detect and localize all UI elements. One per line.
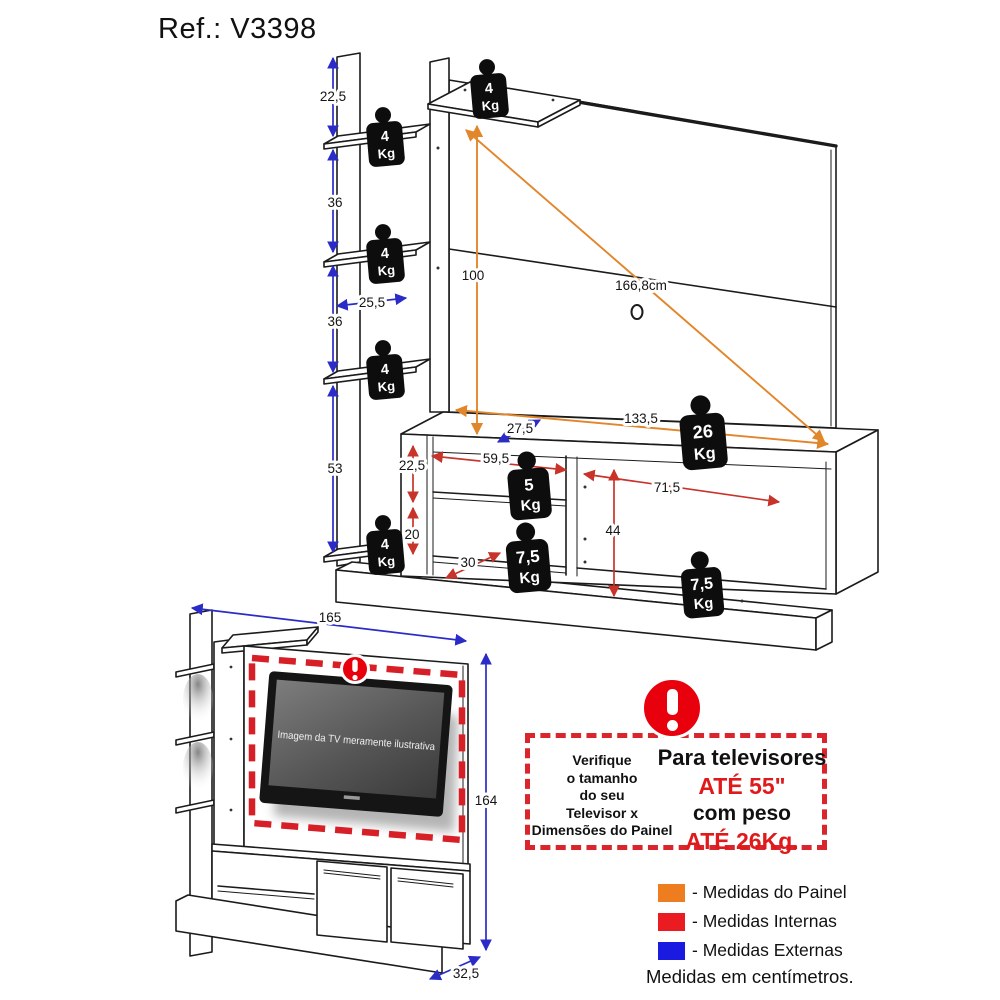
warning-spec-line: Para televisores — [657, 745, 827, 770]
dim-ext-lower: 53 — [327, 461, 342, 476]
weight-badge-cabinet-shelf: 5 Kg — [507, 451, 552, 521]
weight-unit: Kg — [519, 569, 541, 588]
fv-left-shelves — [175, 663, 215, 814]
weight-unit: Kg — [377, 262, 396, 278]
dim-top-depth: 27,5 — [507, 421, 533, 436]
warning-line: o tamanho — [566, 769, 638, 786]
blue-swatch-icon — [658, 941, 685, 960]
legend-item-external: - Medidas Externas — [658, 936, 847, 965]
warning-spec-line: com peso — [692, 802, 792, 825]
dim-panel-diagonal: 166,8cm — [615, 278, 667, 293]
warning-check-text: Verifique o tamanho do seu Televisor x D… — [527, 752, 677, 840]
weight-badge-shelf-3: 4 Kg — [366, 340, 405, 400]
fv-lower-cabinet — [175, 843, 471, 974]
fv-pillar — [213, 637, 245, 854]
weight-unit: Kg — [693, 444, 716, 464]
weight-value: 5 — [523, 475, 534, 495]
dim-int-right-height: 44 — [605, 523, 621, 538]
internal-dimension-lines — [407, 444, 781, 598]
weight-unit: Kg — [481, 97, 500, 113]
weight-value: 4 — [380, 246, 389, 263]
front-view: Imagem da TV meramente ilustrativa 165 — [175, 603, 501, 984]
weight-unit: Kg — [377, 553, 396, 569]
fv-door-left — [316, 860, 388, 943]
fv-dimension-lines — [190, 603, 492, 981]
left-strip — [336, 52, 361, 567]
weight-value: 4 — [484, 81, 493, 98]
dim-int-lower-depth: 30 — [460, 555, 475, 570]
fv-shelf-lights — [183, 674, 213, 794]
legend-label: - Medidas do Painel — [692, 882, 847, 902]
tv-area-dashed-outline — [248, 654, 466, 844]
dim-fv-height: 164 — [475, 793, 498, 808]
legend-units-note: Medidas em centímetros. — [646, 966, 854, 987]
panel-dimension-lines — [454, 124, 830, 450]
weight-unit: Kg — [693, 596, 714, 614]
red-swatch-icon — [658, 912, 685, 931]
reference-title: Ref.: V3398 — [158, 13, 317, 45]
weight-unit: Kg — [520, 496, 541, 515]
warning-line: do seu — [579, 787, 625, 803]
dim-fv-width: 165 — [319, 610, 342, 625]
orange-swatch-icon — [658, 883, 685, 902]
weight-value: 7,5 — [690, 574, 714, 594]
weight-badge-right-cabinet: 7,5 Kg — [681, 551, 725, 619]
warning-line: Televisor x — [565, 804, 639, 821]
dim-panel-width: 133,5 — [624, 411, 658, 426]
dim-ext-middle: 36 — [327, 314, 342, 329]
dim-fv-depth: 32,5 — [453, 966, 479, 981]
weight-unit: Kg — [377, 378, 396, 394]
legend-item-panel: - Medidas do Painel — [658, 878, 847, 907]
warning-spec-weight: ATÉ 26Kg. — [685, 828, 799, 854]
dim-shelf-width: 25,5 — [359, 295, 385, 310]
warning-line: Verifique — [572, 752, 632, 768]
dim-int-shelf-width: 59,5 — [483, 451, 509, 466]
dim-panel-height: 100 — [462, 268, 485, 283]
warning-line: Dimensões do Painel — [531, 822, 673, 838]
legend-label: - Medidas Externas — [692, 940, 843, 960]
weight-badge-top-shelf: 4 Kg — [470, 59, 509, 119]
weight-value: 4 — [380, 129, 389, 146]
weight-value: 7,5 — [515, 547, 541, 568]
legend: - Medidas do Painel - Medidas Internas -… — [658, 878, 847, 965]
weight-value: 26 — [692, 421, 714, 443]
tv-screen — [268, 679, 445, 799]
warning-exclamation-icon — [641, 677, 703, 739]
warning-spec-size: ATÉ 55" — [698, 773, 786, 799]
weight-value: 4 — [380, 537, 389, 554]
fv-door-right — [390, 867, 464, 950]
weight-badge-panel: 26 Kg — [679, 395, 728, 471]
weight-badge-shelf-1: 4 Kg — [366, 107, 405, 167]
dim-int-lower-height: 20 — [404, 527, 419, 542]
tv-illustration: Imagem da TV meramente ilustrativa — [259, 671, 453, 817]
weight-badge-bottom-shelf: 4 Kg — [366, 515, 405, 575]
lower-cabinet — [400, 411, 879, 603]
fv-alert-icon — [340, 654, 370, 684]
warning-tv-spec-text: Para televisores ATÉ 55" com peso ATÉ 26… — [653, 744, 831, 855]
weight-value: 4 — [380, 362, 389, 379]
main-view: 22,5 36 36 53 25,5 27,5 100 166,8cm 133,… — [317, 52, 879, 651]
tv-panel — [448, 79, 838, 429]
legend-label: - Medidas Internas — [692, 911, 837, 931]
dim-ext-top: 22,5 — [320, 89, 346, 104]
weight-badge-cabinet-bottom: 7,5 Kg — [505, 522, 552, 594]
weight-badge-shelf-2: 4 Kg — [366, 224, 405, 284]
dim-int-right-width: 71,5 — [654, 480, 680, 495]
weight-unit: Kg — [377, 145, 396, 161]
legend-item-internal: - Medidas Internas — [658, 907, 847, 936]
dim-int-shelf-height: 22,5 — [399, 458, 425, 473]
dim-ext-upper: 36 — [327, 195, 342, 210]
